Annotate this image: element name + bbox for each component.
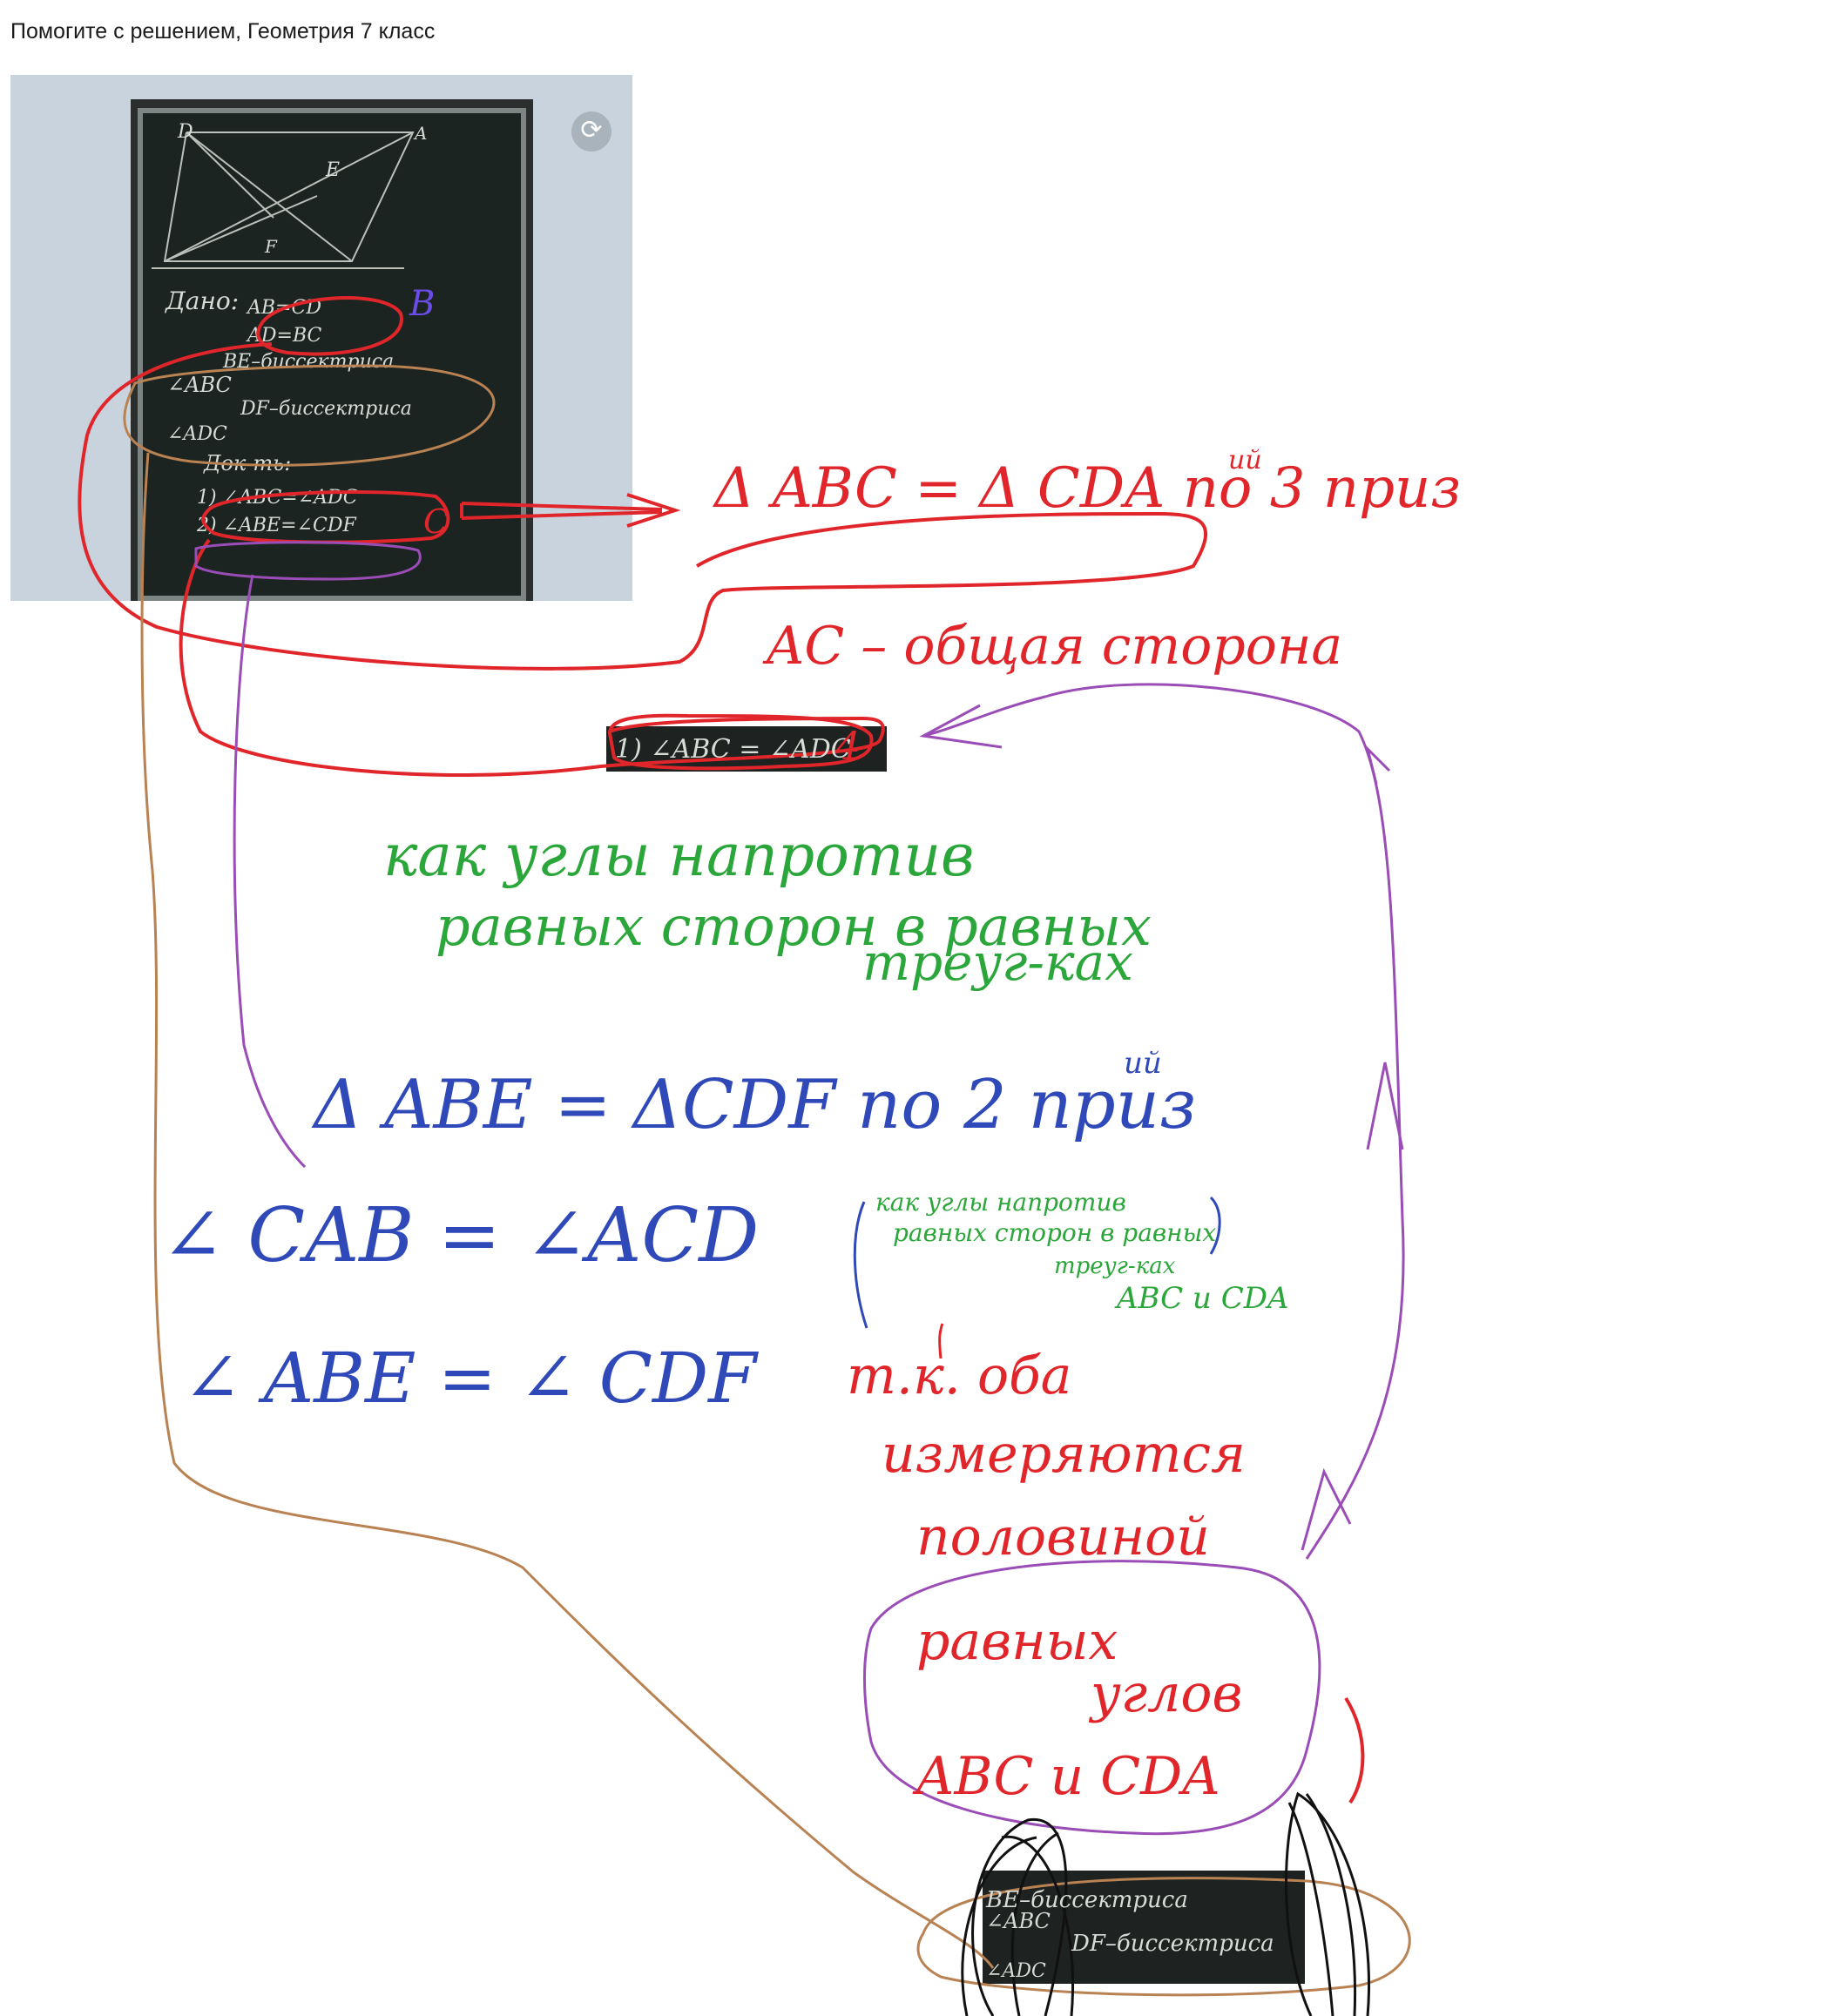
given-line: ∠ADC	[167, 423, 227, 445]
red-circle	[256, 296, 403, 356]
given-line: DF–биссектриса	[240, 398, 412, 420]
red-equation-line: Δ ABC = Δ CDA по 3 приз	[712, 456, 1461, 521]
diagonal-line	[186, 131, 353, 262]
blue-angle-line: ∠ CAB = ∠ACD	[161, 1192, 759, 1279]
purple-arrowhead	[1301, 745, 1404, 1551]
purple-circle	[194, 541, 422, 581]
crop-given-line: ∠ABC	[986, 1909, 1051, 1933]
bisector-line	[186, 131, 274, 219]
green-small-line: ABC и CDA	[1114, 1281, 1289, 1316]
vertex-a: A	[413, 123, 427, 144]
prove-line: 1) ∠ABC=∠ADC	[197, 487, 358, 509]
blue-angle-line: ∠ ABE = ∠ CDF	[183, 1338, 759, 1419]
green-reason-line: треуг-ках	[862, 933, 1133, 992]
red-block-line: равных	[916, 1611, 1118, 1672]
prove-line: 2) ∠ABE=∠CDF	[196, 515, 356, 536]
purple-arrowhead	[919, 704, 1003, 749]
red-circle	[201, 490, 450, 544]
mark-b: B	[409, 284, 435, 324]
green-reason-line: равных сторон в равных	[436, 894, 1152, 958]
red-block-line: измеряются	[882, 1424, 1246, 1485]
brown-circle	[916, 1877, 1411, 1997]
purple-circle	[863, 1560, 1321, 1836]
crop-given-line: BE–биссектриса	[985, 1887, 1188, 1913]
vertex-d: D	[177, 121, 193, 143]
red-superscript: ий	[1228, 445, 1262, 475]
red-block-line: т.к. оба	[847, 1345, 1071, 1406]
red-arrow	[460, 493, 681, 528]
crop-mark-4: 4	[835, 725, 861, 769]
crop-proof-text: 1) ∠ABC = ∠ADC	[615, 734, 851, 765]
red-block-line: ABC и CDA	[912, 1746, 1220, 1807]
green-small-line: равных сторон в равных	[893, 1218, 1216, 1247]
green-small-line: треуг-ках	[1054, 1253, 1176, 1279]
cropped-board-snippet	[983, 1871, 1305, 1984]
vertex-e: E	[325, 159, 340, 181]
diagonal-line	[164, 131, 414, 262]
bisector-line	[164, 195, 318, 262]
red-block-line: половиной	[916, 1507, 1210, 1568]
red-block-line: углов	[1088, 1663, 1242, 1724]
blue-superscript: ий	[1124, 1046, 1162, 1081]
green-small-line: как углы напротив	[875, 1188, 1126, 1217]
given-line: ∠ABC	[167, 373, 232, 397]
red-common-side-line: AC – общая сторона	[762, 616, 1342, 677]
rotate-icon[interactable]: ⟳	[571, 111, 611, 152]
brown-circle	[123, 364, 496, 467]
purple-arrow-path	[922, 683, 1405, 1560]
question-title: Помогите с решением, Геометрия 7 класс	[10, 19, 436, 44]
crop-given-line: DF–биссектриса	[1071, 1931, 1274, 1957]
blue-equation-line: Δ ABE = ΔCDF по 2 приз	[311, 1066, 1196, 1144]
vertex-f: F	[264, 236, 278, 257]
red-circle	[607, 713, 874, 771]
given-label: Дано:	[164, 287, 239, 315]
green-reason-line: как углы напротив	[383, 822, 974, 889]
crop-given-line: ∠ADC	[986, 1960, 1046, 1982]
